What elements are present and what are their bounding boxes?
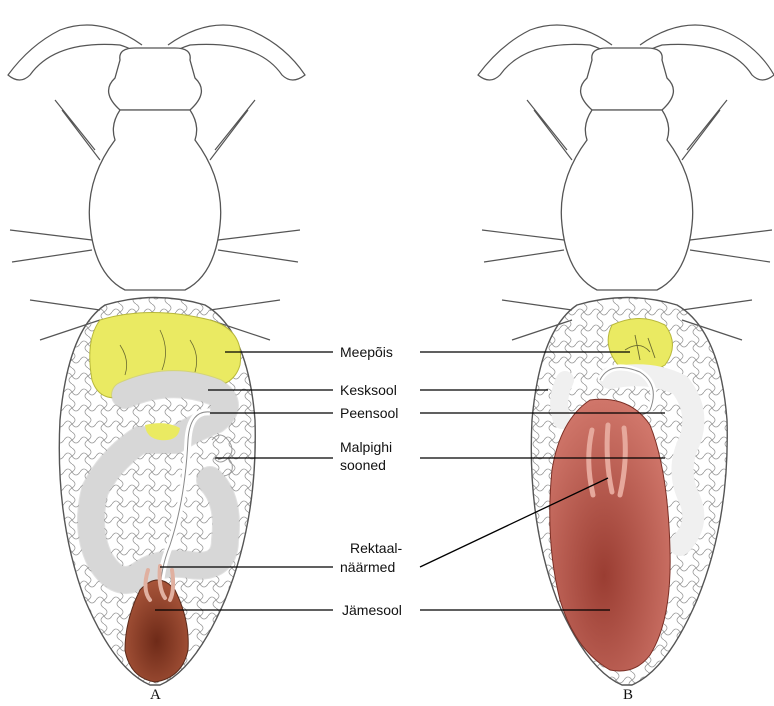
rectum-b [550, 399, 670, 671]
label-peensool: Peensool [340, 405, 398, 421]
thorax [89, 110, 220, 290]
head-b [581, 48, 674, 110]
label-meepois: Meepõis [340, 344, 393, 360]
label-jamesool: Jämesool [342, 602, 402, 618]
label-malpighi-line1: Malpighi [340, 439, 392, 455]
figure-b [478, 25, 774, 685]
head [109, 48, 202, 110]
label-rektaal-line1: Rektaal- [350, 540, 402, 556]
thorax-b [561, 110, 692, 290]
caption-a: A [150, 687, 161, 703]
figure-a [8, 25, 305, 685]
label-kesksool: Kesksool [340, 382, 397, 398]
midgut-b-left [559, 380, 565, 420]
label-malpighi-line2: sooned [340, 457, 386, 473]
labels: Meepõis Kesksool Peensool Malpighi soone… [340, 344, 402, 618]
caption-b: B [623, 687, 633, 703]
label-rektaal-line2: näärmed [340, 559, 395, 575]
